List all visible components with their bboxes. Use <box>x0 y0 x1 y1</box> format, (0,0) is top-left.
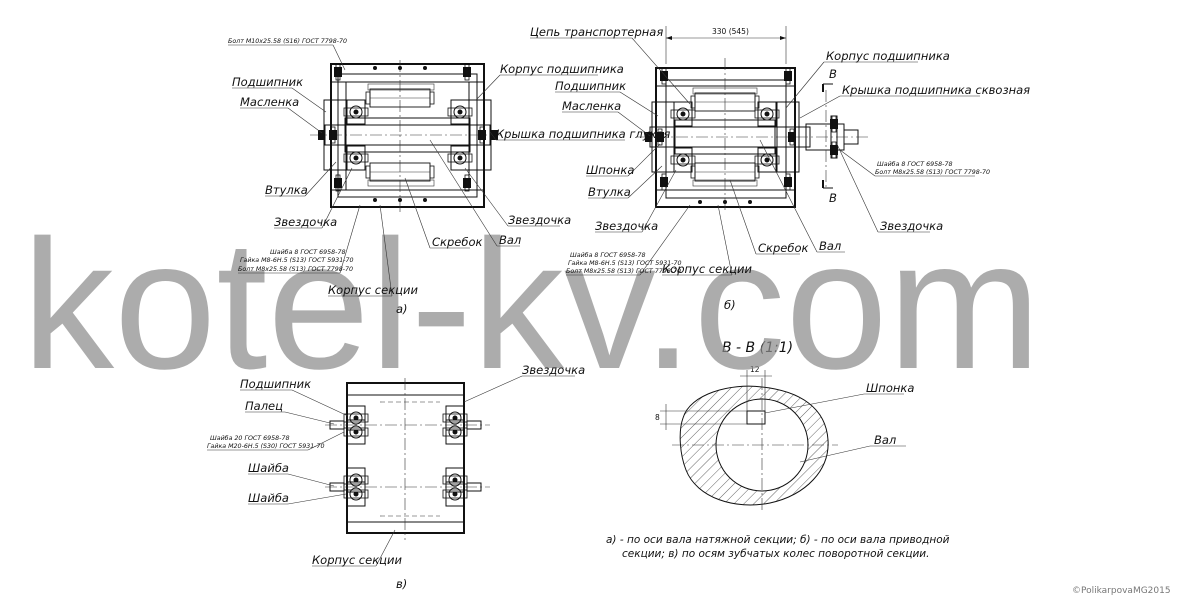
callout-a-fastener-3: Болт М8х25.58 (S13) ГОСТ 7798-70 <box>238 266 353 273</box>
callout-a-bearing-housing: Корпус подшипника <box>500 62 624 76</box>
copyright: ©PolikarpovaMG2015 <box>1072 586 1171 596</box>
callout-c-section-body: Корпус секции <box>312 553 402 567</box>
callout-b-scraper: Скребок <box>758 241 808 255</box>
callout-a-section-body: Корпус секции <box>328 283 418 297</box>
callout-b-key: Шпонка <box>586 163 634 177</box>
callout-a-bolt-top: Болт М10х25.58 (S16) ГОСТ 7798-70 <box>228 38 347 45</box>
view-c-label: в) <box>396 577 407 591</box>
view-a-label: а) <box>396 302 408 316</box>
callout-b-right-fastener-2: Болт М8х25.58 (S13) ГОСТ 7798-70 <box>875 169 990 176</box>
callout-b-sprocket-right: Звездочка <box>880 219 943 233</box>
dim-8: 8 <box>655 413 660 422</box>
callout-a-fastener-2: Гайка М8-6Н.5 (S13) ГОСТ 5931-70 <box>240 257 354 264</box>
callout-b-chain: Цепь транспортерная <box>530 25 663 39</box>
leader-lines <box>207 37 980 567</box>
section-vv-drawing <box>660 370 838 510</box>
callout-c-bearing: Подшипник <box>240 377 311 391</box>
view-a-drawing <box>310 60 505 212</box>
callout-b-fastener-3: Болт М8х25.58 (S13) ГОСТ 7798-70 <box>566 268 681 275</box>
dim-12: 12 <box>750 365 760 374</box>
callout-b-fastener-1: Шайба 8 ГОСТ 6958-78 <box>570 251 645 259</box>
callout-a-scraper: Скребок <box>432 235 482 249</box>
callout-b-oiler: Масленка <box>562 99 621 113</box>
callout-a-bushing: Втулка <box>265 183 308 197</box>
callout-b-bushing: Втулка <box>588 185 631 199</box>
view-b-drawing <box>636 26 870 212</box>
callout-b-bearing-housing: Корпус подшипника <box>826 49 950 63</box>
callout-b-right-fastener-1: Шайба 8 ГОСТ 6958-78 <box>877 160 952 168</box>
callout-b-section-body: Корпус секции <box>662 262 752 276</box>
callout-b-through-cover: Крышка подшипника сквозная <box>842 83 1030 97</box>
callout-vv-shaft: Вал <box>874 433 897 447</box>
callout-c-fastener-1: Шайба 20 ГОСТ 6958-78 <box>210 434 289 442</box>
section-vv-title: В - В (1:1) <box>722 340 793 356</box>
callout-c-washer-1: Шайба <box>248 461 289 475</box>
section-mark-top: В <box>829 67 837 81</box>
callout-c-sprocket: Звездочка <box>522 363 585 377</box>
view-b-label: б) <box>724 298 736 312</box>
callout-c-fastener-2: Гайка М20-6Н.5 (S30) ГОСТ 5931-70 <box>207 443 325 450</box>
callout-b-fastener-2: Гайка М8-6Н.5 (S13) ГОСТ 5931-70 <box>568 260 682 267</box>
view-c-drawing <box>325 378 490 540</box>
watermark: kotel-kv.com <box>22 201 1041 407</box>
callout-b-sprocket-left: Звездочка <box>595 219 658 233</box>
callout-b-bearing: Подшипник <box>555 79 626 93</box>
callout-a-fastener-1: Шайба 8 ГОСТ 6958-78 <box>270 248 345 256</box>
caption-line-1: а) - по оси вала натяжной секции; б) - п… <box>606 534 950 546</box>
callout-c-pin: Палец <box>245 399 283 413</box>
callout-a-bearing: Подшипник <box>232 75 303 89</box>
callout-a-sprocket-left: Звездочка <box>274 215 337 229</box>
callout-a-sprocket-right: Звездочка <box>508 213 571 227</box>
callout-a-shaft: Вал <box>499 233 522 247</box>
callout-a-oiler: Масленка <box>240 95 299 109</box>
callout-vv-key: Шпонка <box>866 381 914 395</box>
callout-a-blind-cover: Крышка подшипника глухая <box>496 127 670 141</box>
callout-c-washer-2: Шайба <box>248 491 289 505</box>
dimension-330: 330 (545) <box>712 27 749 36</box>
callout-b-shaft: Вал <box>819 239 842 253</box>
caption-line-2: секции; в) по осям зубчатых колес поворо… <box>622 548 929 560</box>
section-mark-bottom: В <box>829 191 837 205</box>
